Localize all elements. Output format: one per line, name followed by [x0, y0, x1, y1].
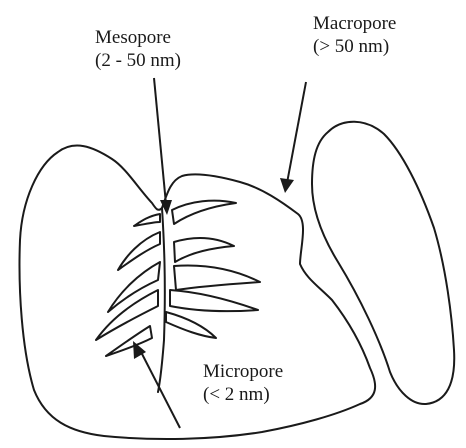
micropore-label: Micropore (< 2 nm): [203, 360, 283, 406]
macropore-blob: [312, 122, 454, 404]
mesopore-range: (2 - 50 nm): [95, 49, 181, 72]
macropore-arrow: [280, 82, 306, 193]
pore-channel: [174, 238, 234, 262]
pore-channel: [172, 201, 236, 224]
pore-channel: [134, 214, 160, 226]
macropore-label: Macropore (> 50 nm): [313, 12, 396, 58]
pore-channel: [166, 312, 216, 338]
micropore-name: Micropore: [203, 360, 283, 383]
macropore-name: Macropore: [313, 12, 396, 35]
mesopore-name: Mesopore: [95, 26, 181, 49]
pore-channel: [118, 232, 160, 270]
pore-channel: [174, 266, 260, 290]
mesopore-arrow: [154, 78, 172, 215]
mesopore-label: Mesopore (2 - 50 nm): [95, 26, 181, 72]
micropore-range: (< 2 nm): [203, 383, 283, 406]
pore-channel: [170, 290, 258, 311]
particle-outline: [20, 146, 376, 440]
micropore-arrow: [133, 341, 180, 428]
macropore-range: (> 50 nm): [313, 35, 396, 58]
